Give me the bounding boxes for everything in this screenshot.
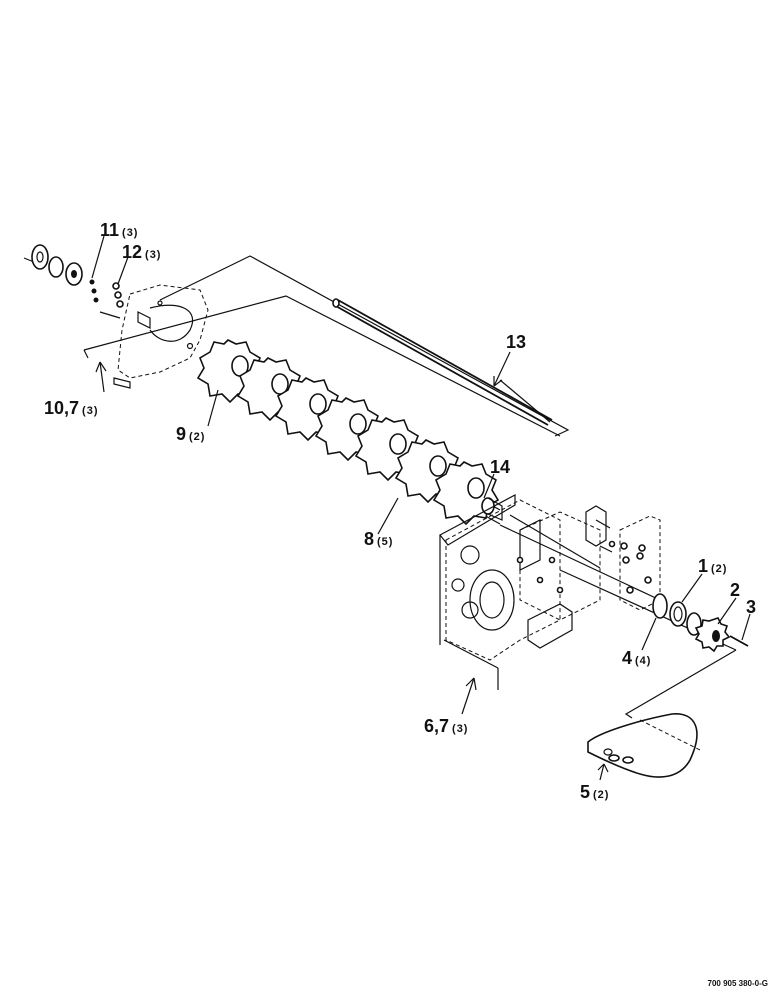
callout-1: 1(2) <box>698 556 727 576</box>
callout-4: 4(4) <box>622 648 651 668</box>
callout-3: 3 <box>746 597 756 617</box>
drawing-number: 700 905 380-0-G <box>708 979 769 988</box>
callout-12: 12(3) <box>122 242 161 262</box>
callout-9: 9(2) <box>176 424 205 444</box>
frame-housing <box>439 494 661 690</box>
callout-8: 8(5) <box>364 529 393 549</box>
callout-5: 5(2) <box>580 782 609 802</box>
callout-labels: 11(3) 12(3) 10,7(3) 13 9(2) 14 8(5) 1(2)… <box>44 220 768 988</box>
left-end-assembly <box>23 244 209 389</box>
leader-lines <box>91 235 751 781</box>
callout-14: 14 <box>490 457 510 477</box>
callout-10-7: 10,7(3) <box>44 398 99 418</box>
shield-cover <box>587 649 737 778</box>
drive-shaft <box>83 255 570 437</box>
callout-11: 11(3) <box>100 220 138 240</box>
right-bracket <box>585 505 661 611</box>
right-end-assembly <box>559 569 749 653</box>
sprocket-row <box>196 339 503 526</box>
callout-2: 2 <box>730 580 740 600</box>
callout-13: 13 <box>506 332 526 352</box>
callout-6-7: 6,7(3) <box>424 716 468 736</box>
